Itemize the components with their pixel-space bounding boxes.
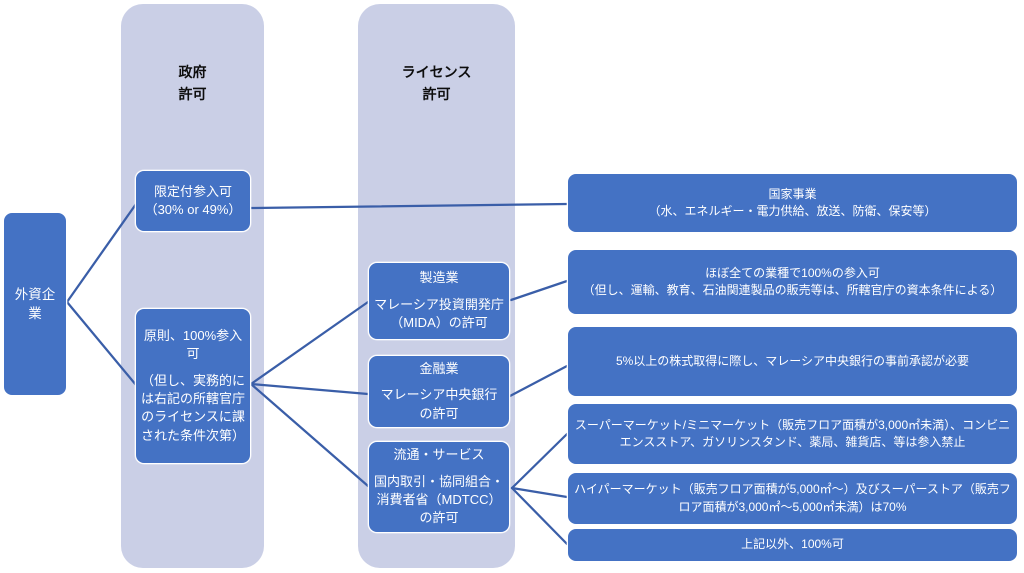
- node-foreign-company-label: 外資企業: [14, 286, 56, 321]
- node-finance-title: 金融業: [419, 360, 459, 376]
- node-limited-entry-subtitle: （30% or 49%）: [144, 202, 242, 217]
- node-finance-subtitle: マレーシア中央銀行 の許可: [380, 387, 498, 421]
- node-supermarket-ban-label: スーパーマーケット/ミニマーケット（販売フロア面積が3,000㎡未満）、コンビニ…: [574, 417, 1011, 449]
- node-hypermarket-70: ハイパーマーケット（販売フロア面積が5,000㎡～）及びスーパーストア（販売フ …: [567, 472, 1018, 525]
- connector-foreign-to-principle: [65, 300, 138, 387]
- connector-limited-to-national: [249, 202, 569, 210]
- node-almost-all-100-subtitle: （但し、運輸、教育、石油関連製品の販売等は、所轄官庁の資本条件による）: [582, 283, 1003, 297]
- node-others-100-label: 上記以外、100%可: [741, 537, 844, 552]
- node-supermarket-ban: スーパーマーケット/ミニマーケット（販売フロア面積が3,000㎡未満）、コンビニ…: [567, 403, 1018, 465]
- node-central-bank-approval: 5%以上の株式取得に際し、マレーシア中央銀行の事前承認が必要: [567, 326, 1018, 397]
- node-principle-100: 原則、100%参入可 （但し、実務的に は右記の所轄官庁 のライセンスに課 され…: [135, 308, 251, 464]
- node-principle-100-title: 原則、100%参入可: [143, 327, 243, 362]
- node-finance: 金融業 マレーシア中央銀行 の許可: [368, 355, 510, 428]
- column-government-approval: 政府 許可: [121, 4, 264, 568]
- connector-finance-to-centralbank: [508, 364, 569, 398]
- node-central-bank-approval-label: 5%以上の株式取得に際し、マレーシア中央銀行の事前承認が必要: [615, 353, 970, 368]
- connector-distribution-to-hyper70: [510, 486, 569, 499]
- node-limited-entry: 限定付参入可 （30% or 49%）: [135, 170, 251, 232]
- node-manufacturing: 製造業 マレーシア投資開発庁 （MIDA）の許可: [368, 262, 510, 340]
- node-national-business: 国家事業 （水、エネルギー・電力供給、放送、防衛、保安等）: [567, 173, 1018, 233]
- node-foreign-company: 外資企業: [3, 212, 67, 396]
- node-distribution-services-subtitle: 国内取引・協同組合・ 消費者省（MDTCC） の許可: [374, 473, 505, 526]
- node-almost-all-100-title: ほぼ全ての業種で100%の参入可: [705, 265, 880, 280]
- node-manufacturing-title: 製造業: [419, 270, 459, 286]
- connector-manufacturing-to-almostall: [509, 279, 569, 302]
- node-distribution-services: 流通・サービス 国内取引・協同組合・ 消費者省（MDTCC） の許可: [368, 441, 510, 533]
- column-license-title: ライセンス 許可: [401, 64, 472, 102]
- node-national-business-subtitle: （水、エネルギー・電力供給、放送、防衛、保安等）: [648, 204, 937, 218]
- connector-distribution-to-superban: [510, 432, 569, 490]
- node-manufacturing-subtitle: マレーシア投資開発庁 （MIDA）の許可: [374, 296, 504, 331]
- node-distribution-services-title: 流通・サービス: [393, 447, 485, 463]
- connector-principle-to-manufacturing: [249, 300, 370, 386]
- column-government-title: 政府 許可: [178, 64, 207, 102]
- connector-distribution-to-others: [510, 486, 569, 546]
- connector-principle-to-distribution: [249, 382, 370, 488]
- connector-principle-to-finance: [249, 382, 370, 396]
- node-hypermarket-70-label: ハイパーマーケット（販売フロア面積が5,000㎡～）及びスーパーストア（販売フ …: [574, 482, 1011, 514]
- node-almost-all-100: ほぼ全ての業種で100%の参入可 （但し、運輸、教育、石油関連製品の販売等は、所…: [567, 249, 1018, 315]
- node-others-100: 上記以外、100%可: [567, 528, 1018, 562]
- node-principle-100-subtitle: （但し、実務的に は右記の所轄官庁 のライセンスに課 された条件次第）: [141, 372, 246, 443]
- node-national-business-title: 国家事業: [768, 186, 817, 201]
- connector-foreign-to-limited: [65, 202, 138, 304]
- node-limited-entry-title: 限定付参入可: [153, 183, 232, 199]
